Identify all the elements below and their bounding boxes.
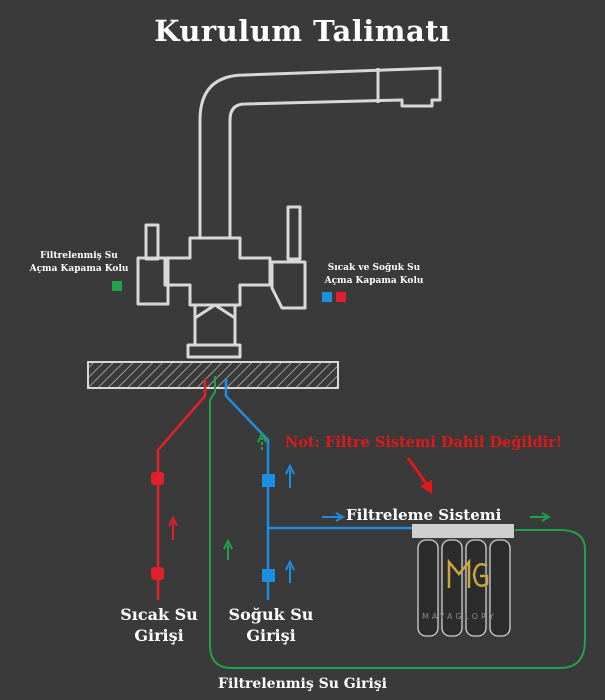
faucet-base bbox=[193, 305, 237, 347]
hot-arrow-icon bbox=[168, 515, 178, 540]
filter-system-label: Filtreleme Sistemi bbox=[346, 506, 502, 524]
cold-valve-top bbox=[262, 474, 275, 487]
brand-text: MAYAGLORY bbox=[422, 612, 497, 621]
filtered-swatch bbox=[112, 281, 122, 291]
cold-valve-bottom bbox=[262, 569, 275, 582]
filtered-water-line bbox=[209, 376, 586, 669]
right-lever-body bbox=[270, 260, 307, 310]
filtered-lever-label: Filtrelenmiş Su Açma Kapama Kolu bbox=[29, 251, 129, 274]
left-lever-handle bbox=[144, 223, 160, 261]
hot-valve-top bbox=[151, 472, 164, 485]
hot-valve-bottom bbox=[151, 567, 164, 580]
cold-inlet-label: Soğuk Su Girişi bbox=[228, 605, 314, 645]
brand-logo bbox=[447, 558, 489, 588]
faucet-outline bbox=[136, 66, 442, 359]
faucet-body bbox=[163, 236, 272, 307]
right-lever-handle bbox=[286, 205, 302, 261]
hot-water-line bbox=[156, 378, 207, 600]
left-lever-body bbox=[136, 256, 170, 306]
filter-inlet-arrow-icon bbox=[322, 512, 346, 522]
hot-inlet-label: Sıcak Su Girişi bbox=[120, 605, 198, 645]
filtered-inlet-label: Filtrelenmiş Su Girişi bbox=[218, 676, 387, 692]
filter-outlet-arrow-icon bbox=[530, 512, 552, 522]
hot-swatch bbox=[336, 292, 346, 302]
countertop bbox=[87, 361, 339, 389]
cold-water-line bbox=[224, 378, 420, 600]
cold-arrow-icon-bottom bbox=[285, 559, 295, 583]
note-label: Not: Filtre Sistemi Dahil Değildir! bbox=[285, 434, 563, 451]
hot-cold-lever-label: Sıcak ve Soğuk Su Açma Kapama Kolu bbox=[324, 263, 424, 286]
faucet-spout bbox=[198, 66, 442, 238]
page-title: Kurulum Talimatı bbox=[154, 14, 451, 48]
note-arrow-icon bbox=[406, 457, 430, 487]
cold-swatch bbox=[322, 292, 332, 302]
cold-arrow-icon-top bbox=[285, 463, 295, 488]
filtered-arrow-icon bbox=[223, 538, 233, 560]
